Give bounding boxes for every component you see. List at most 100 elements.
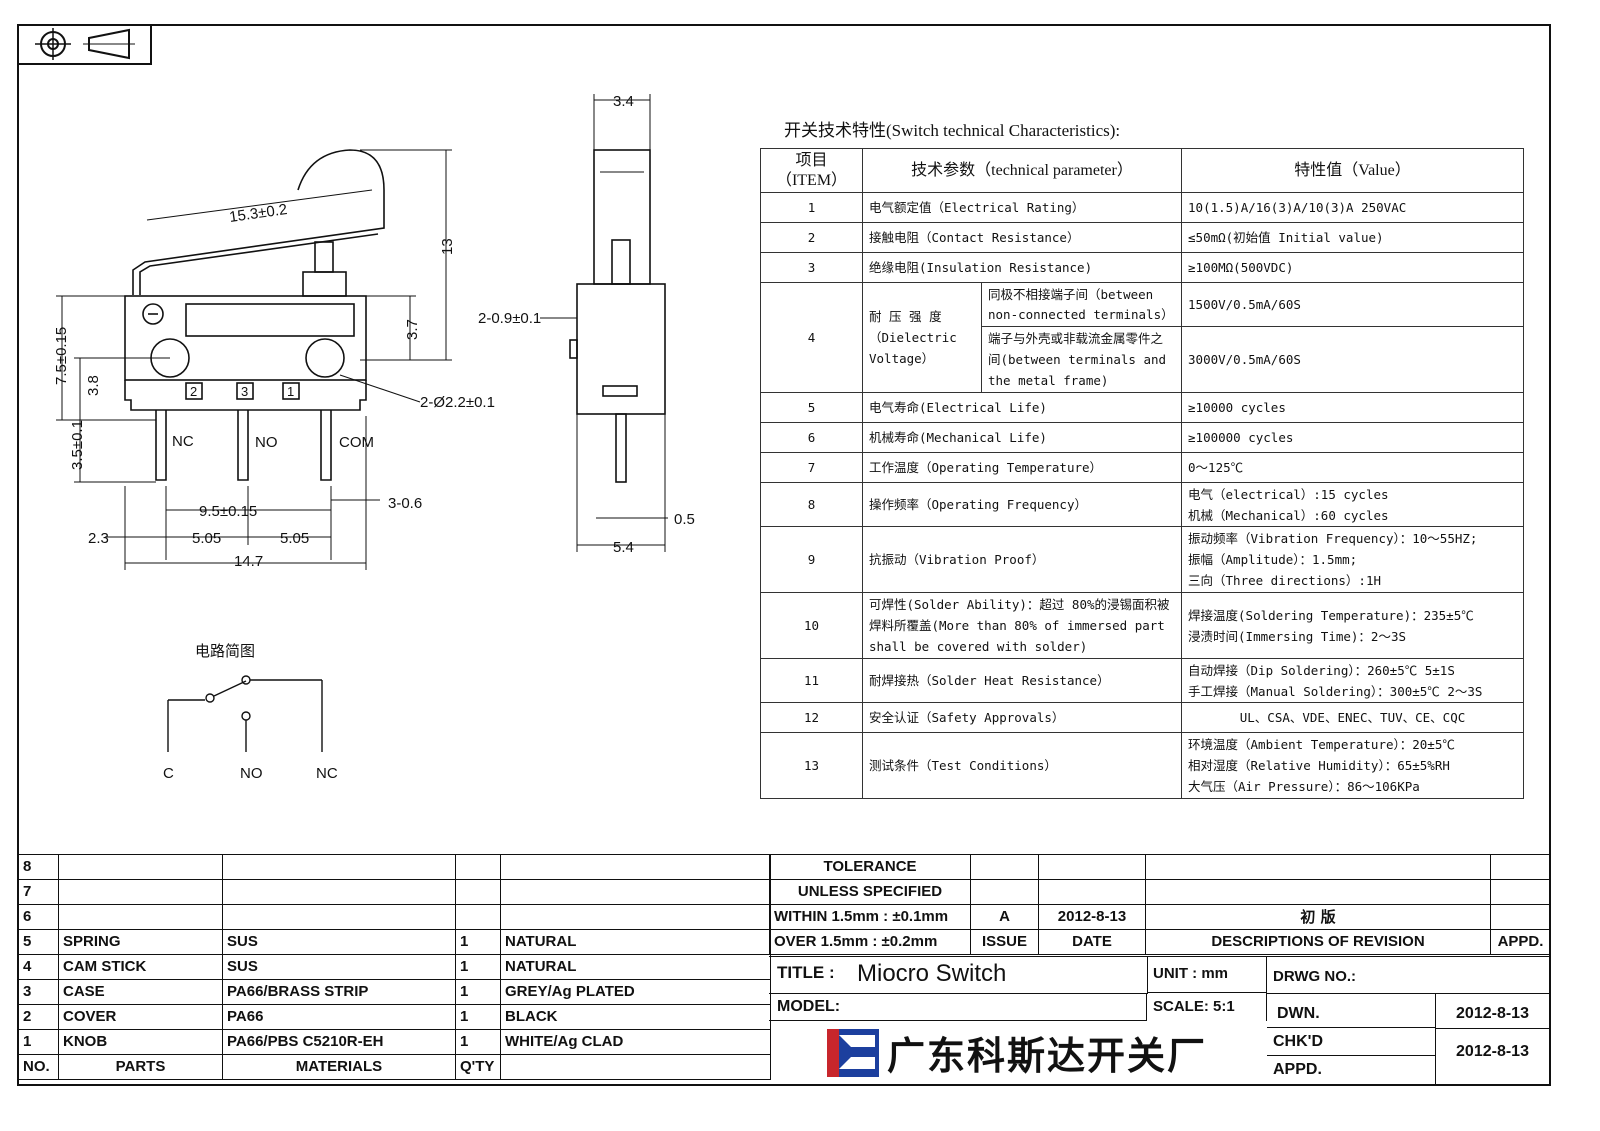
dim-height-3-7: 3.7 <box>404 319 421 340</box>
bom-cell-part: COVER <box>58 1004 223 1030</box>
bom-header-parts: PARTS <box>58 1054 223 1080</box>
bom-cell-qty <box>455 854 501 880</box>
spec-param: 抗振动（Vibration Proof） <box>861 526 1183 593</box>
spec-title: 开关技术特性(Switch technical Characteristics)… <box>784 121 1121 140</box>
bom-cell-material: SUS <box>222 954 456 980</box>
bom-cell-material: PA66/PBS C5210R-EH <box>222 1029 456 1055</box>
spec-item-no: 11 <box>760 658 863 703</box>
bom-cell-qty: 1 <box>455 979 501 1005</box>
bom-cell-qty: 1 <box>455 1029 501 1055</box>
bom-header-materials: MATERIALS <box>222 1054 456 1080</box>
tolerance-within: WITHIN 1.5mm : ±0.1mm <box>769 904 971 930</box>
bom-cell-no: 4 <box>18 954 59 980</box>
spec-item-no: 7 <box>760 452 863 483</box>
bom-cell-no: 3 <box>18 979 59 1005</box>
spec-param: 机械寿命(Mechanical Life) <box>861 422 1183 453</box>
spec-param: 工作温度（Operating Temperature） <box>861 452 1183 483</box>
spec-value: 1500V/0.5mA/60S <box>1181 282 1525 327</box>
spec-value: ≤50mΩ(初始值 Initial value) <box>1181 222 1525 253</box>
spec-item-no: 4 <box>760 282 863 393</box>
pin-label-no: NO <box>255 434 278 451</box>
revision-block: TOLERANCE UNLESS SPECIFIED WITHIN 1.5mm … <box>769 854 1551 955</box>
title-value: Miocro Switch <box>857 960 1007 987</box>
dim-boss: 2-0.9±0.1 <box>478 310 541 327</box>
spec-item-no: 5 <box>760 392 863 423</box>
pin-number-1: 1 <box>287 384 294 399</box>
dim-pitch-9-5: 9.5±0.15 <box>199 503 257 520</box>
description-header: DESCRIPTIONS OF REVISION <box>1145 929 1491 955</box>
checked-date: 2012-8-13 <box>1456 1043 1529 1060</box>
bom-row: 7 <box>18 879 771 905</box>
dim-side-width: 5.4 <box>613 539 634 556</box>
spec-value: 3000V/0.5mA/60S <box>1181 326 1525 393</box>
switch-body <box>124 295 367 381</box>
pin-label-com: COM <box>339 434 374 451</box>
tolerance-over: OVER 1.5mm : ±0.2mm <box>769 929 971 955</box>
bom-cell-part <box>58 904 223 930</box>
drawing-number: DRWG NO.: <box>1273 968 1357 985</box>
circuit-diagram <box>167 675 323 752</box>
checked-by: CHK'D <box>1267 1028 1435 1056</box>
dim-arm-length: 15.3±0.2 <box>228 201 288 226</box>
bom-cell-no: 2 <box>18 1004 59 1030</box>
scale: SCALE: 5:1 <box>1147 993 1267 1021</box>
spec-param: 测试条件（Test Conditions） <box>861 732 1183 799</box>
dim-overall: 14.7 <box>234 553 263 570</box>
dim-height-3-8: 3.8 <box>85 375 102 396</box>
spec-param: 耐焊接热（Solder Heat Resistance） <box>861 658 1183 703</box>
spec-sub-param: 端子与外壳或非载流金属零件之间(between terminals and th… <box>980 326 1183 393</box>
bom-cell-qty <box>455 879 501 905</box>
spec-value: 自动焊接（Dip Soldering）：260±5℃ 5±1S 手工焊接（Man… <box>1181 658 1525 703</box>
title-label: TITLE : <box>777 963 835 982</box>
date-header: DATE <box>1038 929 1146 955</box>
spec-value: 10(1.5)A/16(3)A/10(3)A 250VAC <box>1181 192 1525 223</box>
appd-header: APPD. <box>1490 929 1551 955</box>
unit: UNIT : mm <box>1147 957 1267 993</box>
title-block: TITLE : Miocro Switch UNIT : mm DRWG NO.… <box>769 956 1550 1086</box>
tolerance-label: TOLERANCE <box>769 854 971 880</box>
bom-cell-material <box>222 854 456 880</box>
lever-arm <box>132 149 385 295</box>
spec-item-no: 10 <box>760 592 863 659</box>
switch-drawing: 15.3±0.2 13 3.7 7.5±0.15 3.8 3.5±0.1 2-Ø… <box>53 93 695 782</box>
spec-header-item: 项目 （ITEM） <box>760 148 863 193</box>
dim-height-13: 13 <box>439 238 456 255</box>
drawn-date: 2012-8-13 <box>1435 1000 1550 1029</box>
circuit-label-nc: NC <box>316 765 338 782</box>
spec-param: 操作频率（Operating Frequency） <box>861 482 1183 527</box>
circuit-label-c: C <box>163 765 174 782</box>
bom-cell-finish: BLACK <box>500 1004 771 1030</box>
bom-cell-finish <box>500 904 771 930</box>
circuit-label-no: NO <box>240 765 263 782</box>
spec-param: 电气寿命(Electrical Life) <box>861 392 1183 423</box>
bom-row: 8 <box>18 854 771 880</box>
spec-param: 电气额定值（Electrical Rating） <box>861 192 1183 223</box>
spec-value: 焊接温度(Soldering Temperature)：235±5℃ 浸渍时间(… <box>1181 592 1525 659</box>
dim-pitch-a: 5.05 <box>192 530 221 547</box>
dim-hole: 2-Ø2.2±0.1 <box>420 394 495 411</box>
bom-cell-no: 8 <box>18 854 59 880</box>
spec-item-no: 6 <box>760 422 863 453</box>
spec-value: UL、CSA、VDE、ENEC、TUV、CE、CQC <box>1181 702 1525 733</box>
model: MODEL: <box>769 993 1147 1021</box>
bom-cell-finish <box>500 879 771 905</box>
projection-symbol-icon <box>17 24 152 65</box>
revision-issue: A <box>970 904 1039 930</box>
company-name: 广东科斯达开关厂 <box>887 1034 1208 1078</box>
spec-param: 绝缘电阻(Insulation Resistance) <box>861 252 1183 283</box>
pin-label-nc: NC <box>172 433 194 450</box>
spec-item-no: 3 <box>760 252 863 283</box>
spec-param: 耐 压 强 度 （Dielectric Voltage） <box>862 282 982 393</box>
unless-specified: UNLESS SPECIFIED <box>769 879 971 905</box>
spec-value: 0～125℃ <box>1181 452 1525 483</box>
spec-value: 环境温度（Ambient Temperature）：20±5℃ 相对湿度（Rel… <box>1181 732 1525 799</box>
issue-header: ISSUE <box>970 929 1039 955</box>
dim-offset-2-3: 2.3 <box>88 530 109 547</box>
spec-param: 接触电阻（Contact Resistance） <box>861 222 1183 253</box>
bom-cell-part <box>58 879 223 905</box>
dim-pitch-b: 5.05 <box>280 530 309 547</box>
